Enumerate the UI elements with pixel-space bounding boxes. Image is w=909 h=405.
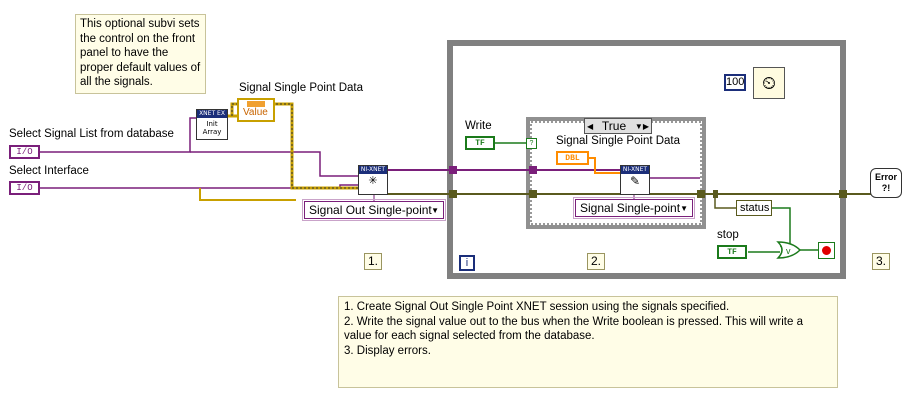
steps-note-line-3: 3. Display errors. (344, 344, 431, 357)
steps-note-line-1: 1. Create Signal Out Single Point XNET s… (344, 301, 730, 313)
case-error-tunnel-out (697, 190, 705, 198)
xnet-create-header: NI-XNET (359, 166, 387, 174)
case-selector-terminal: ? (526, 138, 537, 149)
signal-mode-ring-text: Signal Single-point (580, 201, 681, 215)
step-3-label: 3. (872, 253, 891, 270)
signal-single-point-data-label: Signal Single Point Data (239, 82, 364, 94)
session-tunnel-in (449, 166, 457, 174)
mode-ring-wire (199, 188, 296, 201)
signal-out-mode-ring-text: Signal Out Single-point (309, 203, 432, 217)
error-handler-subvi[interactable]: Error ?! (870, 168, 902, 198)
signal-list-io-terminal[interactable]: I/O (9, 145, 40, 159)
step-1-label: 1. (364, 253, 383, 270)
error-handler-text: Error ?! (874, 172, 897, 193)
status-wire (714, 194, 736, 209)
wait-metronome-icon[interactable]: ⏲ (753, 67, 785, 99)
case-next-icon[interactable]: ▼▶ (634, 121, 649, 131)
signal-list-to-create-wire (190, 151, 358, 177)
signal-single-point-data-case-label: Signal Single Point Data (556, 135, 681, 147)
or-gate (776, 241, 802, 259)
while-loop-frame (447, 40, 846, 279)
error-tunnel-in (449, 190, 457, 198)
dbl-terminal[interactable]: DBL (556, 151, 589, 165)
init-array-subvi-header: XNET EX (197, 110, 227, 118)
signal-out-mode-dropdown-icon: ▼ (431, 206, 439, 215)
stop-label: stop (717, 229, 739, 241)
case-session-tunnel-in (529, 166, 537, 174)
case-selector-value: True (601, 119, 627, 133)
steps-note-line-2: 2. Write the signal value out to the bus… (344, 315, 803, 343)
value-indicator[interactable]: Value (237, 98, 275, 122)
case-error-tunnel-in (529, 190, 537, 198)
interface-io-terminal[interactable]: I/O (9, 181, 40, 195)
iteration-terminal: i (459, 255, 475, 271)
value-indicator-array-bar (247, 101, 265, 107)
xnet-create-session-subvi[interactable]: NI-XNET ✳ (358, 165, 388, 195)
stop-condition-terminal[interactable] (818, 242, 835, 259)
signal-mode-dropdown-icon: ▼ (680, 204, 688, 213)
status-bool-wire (772, 207, 791, 247)
step-2-label: 2. (587, 253, 606, 270)
status-unbundle-text: status (740, 202, 770, 214)
xnet-write-subvi[interactable]: NI-XNET ✎ (620, 165, 650, 195)
case-selector[interactable]: ◀ True ▼▶ (584, 118, 652, 134)
subvi-note: This optional subvi sets the control on … (75, 14, 206, 94)
svg-text:v: v (786, 246, 791, 256)
create-session-icon: ✳ (368, 174, 378, 187)
select-signal-list-label: Select Signal List from database (9, 128, 174, 140)
write-label: Write (465, 120, 492, 132)
write-bool-terminal[interactable]: TF (465, 136, 495, 150)
xnet-write-header: NI-XNET (621, 166, 649, 174)
stop-condition-icon (822, 246, 831, 255)
stop-bool-terminal[interactable]: TF (717, 245, 747, 259)
dbl-wire (589, 157, 620, 174)
case-prev-icon[interactable]: ◀ (587, 121, 594, 131)
init-array-subvi-text: Init Array (202, 120, 222, 136)
wait-ms-constant[interactable]: 100 (724, 74, 746, 91)
steps-note: 1. Create Signal Out Single Point XNET s… (338, 296, 838, 388)
status-unbundle[interactable]: status (736, 200, 772, 216)
signal-out-mode-ring[interactable]: Signal Out Single-point ▼ (302, 199, 446, 221)
select-interface-label: Select Interface (9, 165, 89, 177)
value-indicator-text: Value (243, 107, 268, 118)
pencil-icon: ✎ (629, 174, 641, 188)
init-array-subvi[interactable]: XNET EX Init Array (196, 109, 228, 140)
error-tunnel-out (839, 190, 847, 198)
signal-list-wire (40, 117, 196, 153)
signal-mode-ring[interactable]: Signal Single-point ▼ (573, 197, 695, 219)
